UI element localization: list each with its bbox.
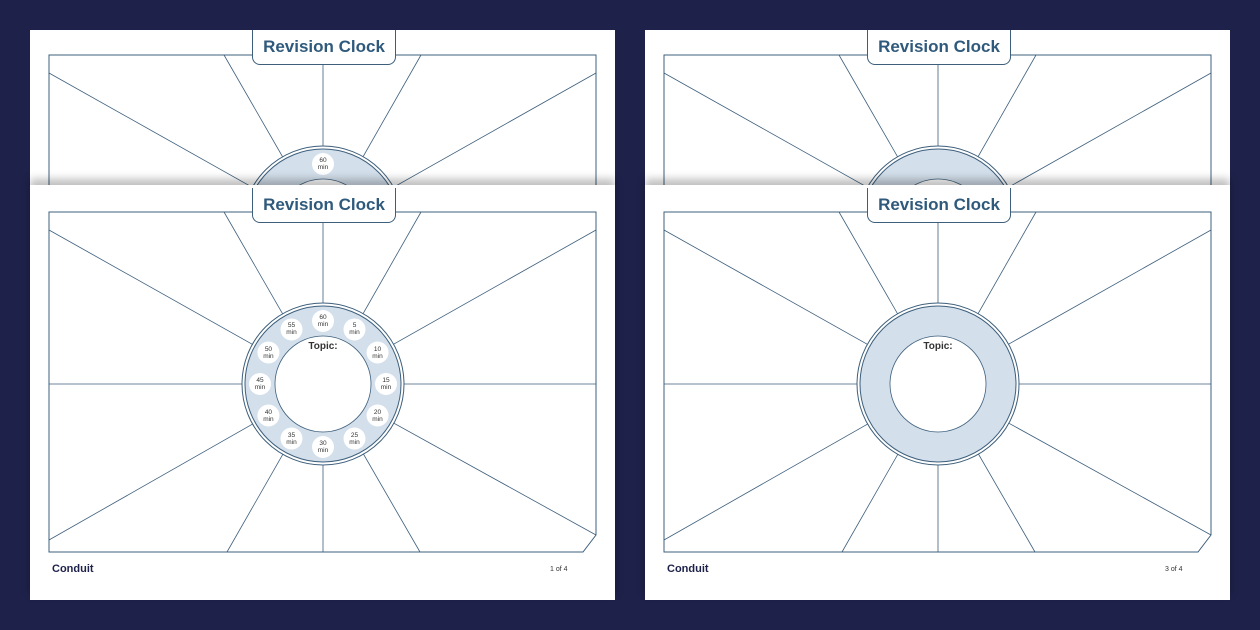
minute-marker xyxy=(375,373,397,395)
minute-marker xyxy=(312,153,334,175)
minute-marker xyxy=(343,318,366,341)
minute-marker xyxy=(249,373,271,395)
minute-marker xyxy=(343,427,366,450)
topic-circle xyxy=(889,335,987,433)
page-title: Revision Clock xyxy=(252,30,396,65)
worksheet-page-3: Revision Clock Topic: Conduit 3 of 4 xyxy=(645,185,1230,600)
minute-marker xyxy=(312,310,334,332)
page-title: Revision Clock xyxy=(252,188,396,223)
minute-marker xyxy=(366,404,389,427)
minute-marker xyxy=(366,341,389,364)
brand-logo: Conduit xyxy=(667,563,709,575)
page-number: 3 of 4 xyxy=(1165,566,1183,573)
clock-frame xyxy=(663,211,1212,553)
page-number: 1 of 4 xyxy=(550,566,568,573)
minute-marker xyxy=(280,318,303,341)
frame-border xyxy=(48,211,597,553)
minute-marker xyxy=(257,341,280,364)
topic-label: Topic: xyxy=(923,341,953,352)
page-title: Revision Clock xyxy=(867,30,1011,65)
minute-marker xyxy=(280,427,303,450)
clock-frame xyxy=(48,211,597,553)
page-title: Revision Clock xyxy=(867,188,1011,223)
topic-label: Topic: xyxy=(308,341,338,352)
minute-marker xyxy=(257,404,280,427)
topic-circle xyxy=(274,335,372,433)
brand-logo: Conduit xyxy=(52,563,94,575)
minute-marker xyxy=(312,436,334,458)
frame-border xyxy=(663,211,1212,553)
